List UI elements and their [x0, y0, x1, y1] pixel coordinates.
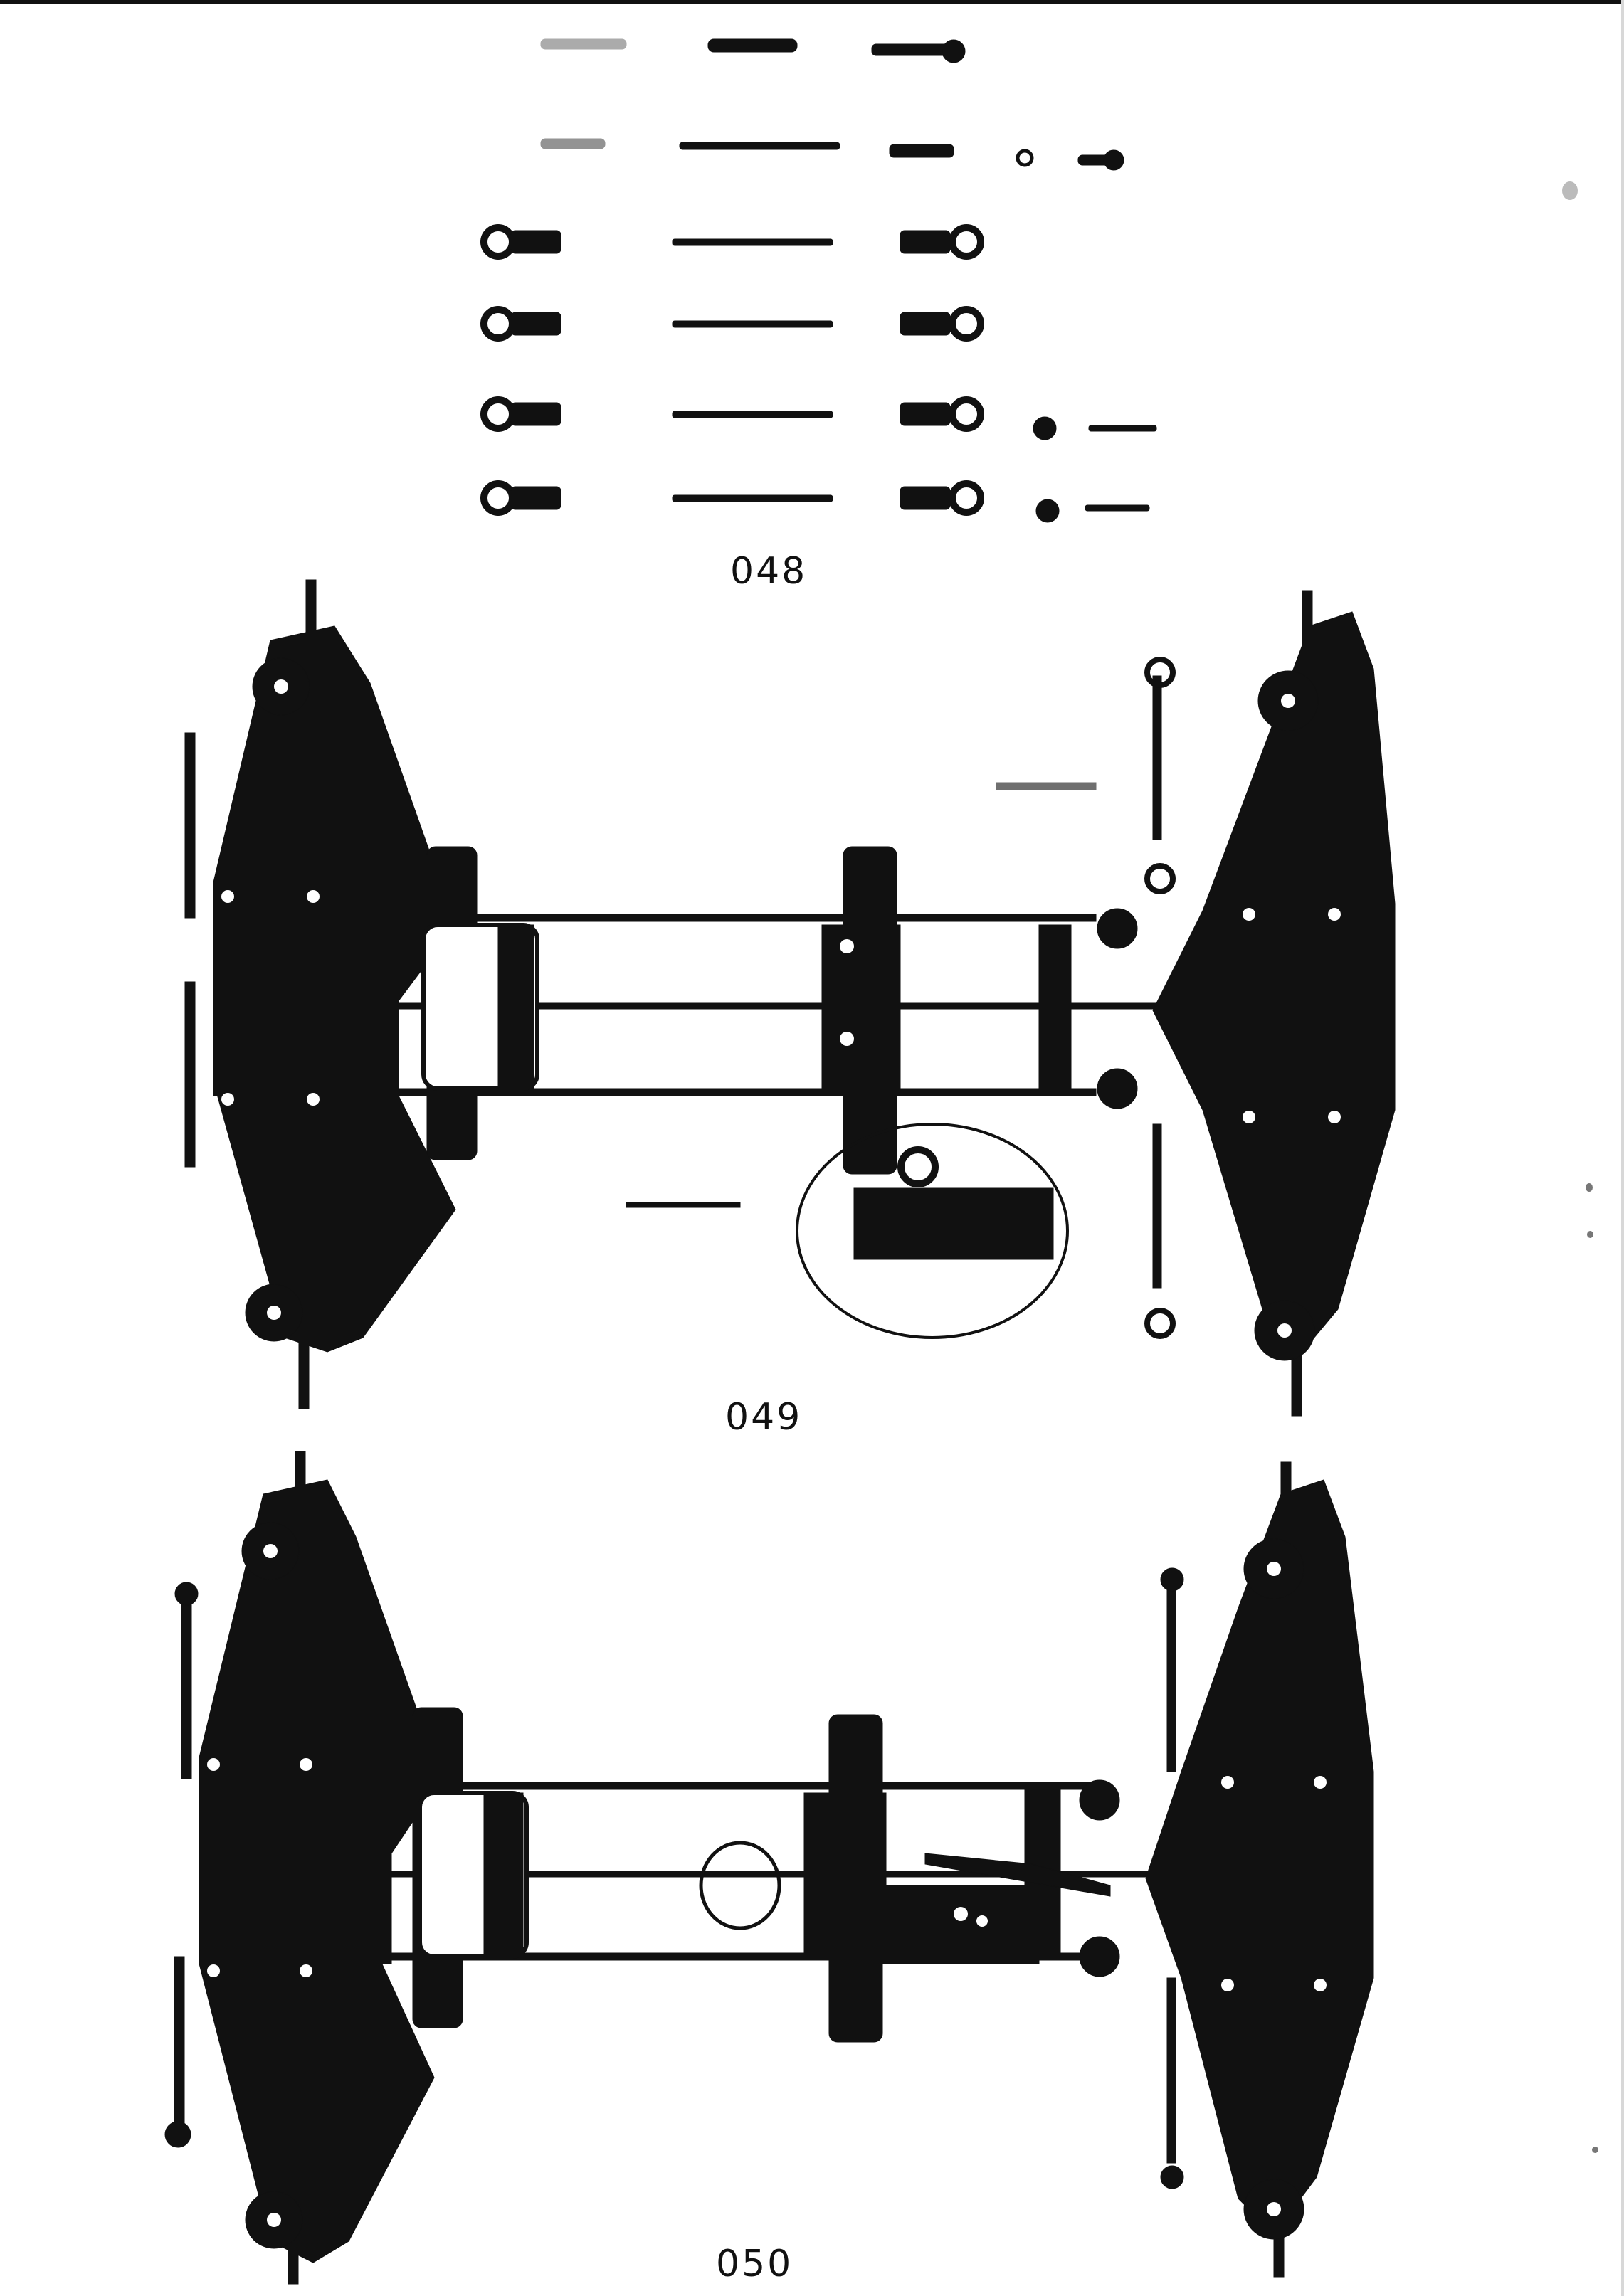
part-rod-end-left-body [510, 312, 561, 336]
chassis-rail-top-assembled [391, 1782, 1104, 1790]
figure-050-label: 050 [716, 2243, 793, 2285]
part-rod-end-left-body [510, 230, 561, 254]
figure-048-label: 048 [730, 550, 808, 593]
loose-rod [626, 1202, 741, 1208]
part-ball-stud-head [1103, 149, 1124, 171]
left-lower-tie-rod-assembled [174, 1956, 185, 2135]
motor-end-cap [497, 924, 534, 1089]
part-steering-rod [672, 411, 833, 418]
top-edge-line [0, 0, 1624, 4]
left-upper-tie-rod [184, 732, 196, 919]
right-top-axle-assembled [1280, 1461, 1292, 1534]
part-steering-rod [672, 238, 833, 246]
part-collar-1 [1033, 416, 1057, 440]
left-top-axle-assembled [295, 1451, 306, 1523]
part-rod-end-left-body [510, 486, 561, 510]
part-washer [1016, 149, 1034, 167]
right-top-axle [1302, 590, 1313, 670]
part-short-link [889, 144, 954, 158]
left-gearbox-assembled [199, 1785, 392, 1964]
right-edge-shadow [1621, 0, 1624, 2296]
servo-wire-assembled [699, 1841, 781, 1930]
servo-installed [853, 1885, 1040, 1964]
part-steering-rod [672, 320, 833, 328]
servo-wire [796, 1123, 1069, 1339]
part-steering-rod [672, 494, 833, 502]
steering-bellcrank-top [1097, 908, 1138, 949]
loose-turnbuckle [996, 782, 1097, 790]
scan-speck [1586, 1183, 1593, 1192]
right-gearbox-assembled [1181, 1789, 1360, 1961]
part-screw-2 [1085, 504, 1150, 512]
part-threaded-rod-faint [540, 38, 627, 50]
right-lower-tie-rod [1152, 1123, 1162, 1289]
servo-linkage [924, 1853, 1111, 1897]
scan-speck [1592, 2147, 1598, 2153]
right-upper-tie-rod [1152, 675, 1162, 840]
scan-speck [1587, 1231, 1593, 1238]
scan-speck [1562, 181, 1578, 200]
rear-bracket [1038, 924, 1072, 1096]
part-rod-end-right [949, 224, 984, 260]
left-lower-tie-rod [184, 981, 196, 1168]
part-rod-end-left-body [510, 402, 561, 426]
left-upper-tie-rod-assembled [181, 1600, 192, 1779]
part-rod-end-ball [942, 39, 966, 63]
part-collar-2 [1035, 499, 1060, 523]
left-gearbox [213, 917, 399, 1096]
part-screw-1 [1088, 425, 1157, 432]
steering-bellcrank-bottom [1097, 1068, 1138, 1109]
part-rod-end-right [949, 396, 984, 432]
part-screw-faint [540, 138, 606, 149]
left-top-axle [305, 579, 317, 666]
figure-049-label: 049 [725, 1396, 803, 1439]
part-rod-end-right [949, 306, 984, 342]
part-turnbuckle-short [707, 38, 798, 53]
servo-body [853, 1187, 1054, 1260]
part-long-rod [679, 142, 840, 150]
center-bracket [821, 924, 901, 1096]
right-gearbox [1195, 924, 1367, 1096]
left-bottom-axle-assembled [288, 2241, 299, 2285]
left-bottom-axle [298, 1330, 310, 1409]
servo-horn [897, 1146, 939, 1187]
chassis-rail-bottom [398, 1088, 1097, 1096]
part-rod-end-right [949, 480, 984, 516]
chassis-rail-top [398, 914, 1097, 922]
